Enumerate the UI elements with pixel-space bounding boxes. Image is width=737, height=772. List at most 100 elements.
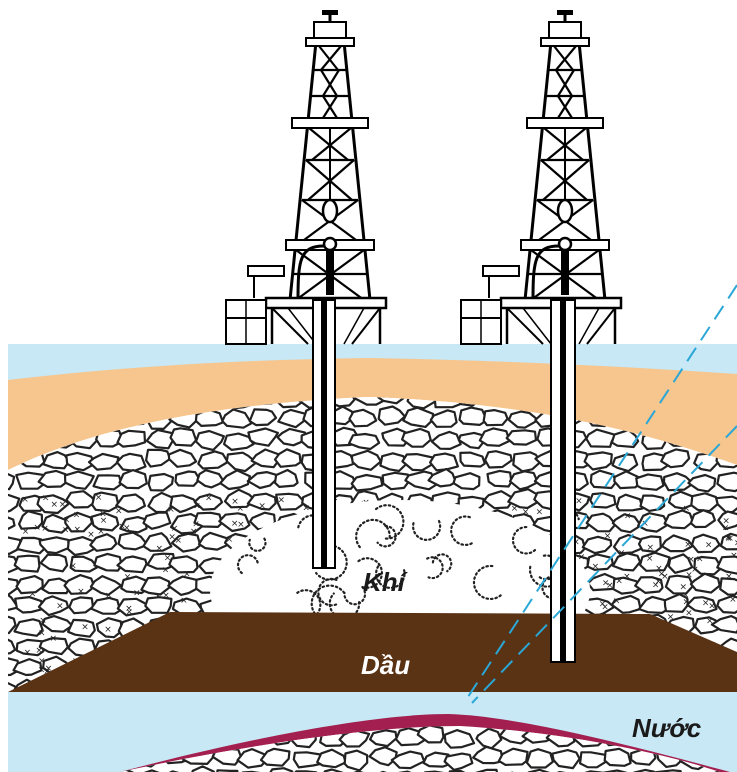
svg-text:×: × xyxy=(164,554,172,564)
svg-text:×: × xyxy=(258,501,266,511)
svg-text:×: × xyxy=(154,591,162,601)
svg-text:×: × xyxy=(652,581,660,591)
svg-text:×: × xyxy=(38,629,46,639)
svg-text:×: × xyxy=(99,509,107,519)
svg-text:×: × xyxy=(578,553,586,563)
svg-text:×: × xyxy=(655,564,663,574)
svg-text:×: × xyxy=(95,493,103,503)
svg-text:×: × xyxy=(522,508,530,518)
svg-text:×: × xyxy=(481,497,489,507)
svg-text:×: × xyxy=(81,623,89,633)
svg-text:×: × xyxy=(601,602,609,612)
svg-text:×: × xyxy=(624,512,632,522)
svg-text:×: × xyxy=(680,583,688,593)
svg-text:×: × xyxy=(717,541,725,551)
svg-text:×: × xyxy=(41,524,49,534)
svg-text:×: × xyxy=(602,579,610,589)
svg-text:×: × xyxy=(646,554,654,564)
svg-text:×: × xyxy=(35,646,43,656)
svg-text:×: × xyxy=(205,493,213,503)
svg-text:×: × xyxy=(623,572,631,582)
svg-text:×: × xyxy=(167,505,175,515)
svg-text:×: × xyxy=(104,625,112,635)
svg-text:×: × xyxy=(126,607,134,617)
svg-text:×: × xyxy=(655,577,663,587)
drilling-rig-left xyxy=(224,8,388,346)
svg-text:×: × xyxy=(725,534,733,544)
svg-text:×: × xyxy=(647,543,655,553)
svg-text:×: × xyxy=(33,523,41,533)
dashed-guide-lines xyxy=(463,284,737,704)
svg-text:×: × xyxy=(511,504,519,514)
svg-text:×: × xyxy=(162,591,170,601)
svg-text:×: × xyxy=(226,535,234,545)
svg-text:×: × xyxy=(73,511,81,521)
svg-text:×: × xyxy=(615,576,623,586)
svg-text:×: × xyxy=(702,599,710,609)
svg-text:×: × xyxy=(667,613,675,623)
svg-text:×: × xyxy=(162,566,170,576)
svg-text:×: × xyxy=(724,533,732,543)
svg-text:×: × xyxy=(87,530,95,540)
svg-text:×: × xyxy=(38,666,46,676)
svg-text:×: × xyxy=(43,667,51,677)
svg-text:×: × xyxy=(45,549,53,559)
svg-text:×: × xyxy=(42,494,50,504)
svg-text:×: × xyxy=(231,497,239,507)
svg-text:×: × xyxy=(641,519,649,529)
svg-text:×: × xyxy=(156,544,164,554)
svg-text:×: × xyxy=(29,590,37,600)
svg-text:×: × xyxy=(708,601,716,611)
svg-text:×: × xyxy=(190,527,198,537)
svg-text:×: × xyxy=(682,591,690,601)
svg-text:×: × xyxy=(168,533,176,543)
svg-text:×: × xyxy=(118,522,126,532)
svg-text:×: × xyxy=(175,536,183,546)
svg-text:×: × xyxy=(115,507,123,517)
gas-label: Khí xyxy=(363,567,405,597)
svg-text:×: × xyxy=(278,495,286,505)
svg-text:×: × xyxy=(74,525,82,535)
svg-text:×: × xyxy=(683,504,691,514)
svg-text:×: × xyxy=(38,657,46,667)
svg-text:×: × xyxy=(606,581,614,591)
svg-text:×: × xyxy=(725,572,733,582)
svg-text:×: × xyxy=(183,570,191,580)
svg-text:×: × xyxy=(722,524,730,534)
svg-text:×: × xyxy=(726,534,734,544)
svg-text:×: × xyxy=(685,609,693,619)
oil-label: Dầu xyxy=(361,650,411,680)
svg-text:×: × xyxy=(97,527,105,537)
svg-text:×: × xyxy=(734,539,737,549)
svg-text:×: × xyxy=(302,504,310,514)
svg-text:×: × xyxy=(24,648,32,658)
svg-text:×: × xyxy=(730,551,737,561)
svg-text:×: × xyxy=(536,508,544,518)
svg-text:×: × xyxy=(237,504,245,514)
svg-text:×: × xyxy=(22,527,30,537)
svg-text:×: × xyxy=(62,525,70,535)
svg-text:×: × xyxy=(722,517,730,527)
svg-text:×: × xyxy=(69,561,77,571)
svg-text:×: × xyxy=(604,531,612,541)
well-pipe-right xyxy=(550,299,576,663)
svg-text:×: × xyxy=(696,555,704,565)
svg-text:×: × xyxy=(171,524,179,534)
svg-text:×: × xyxy=(685,570,693,580)
svg-text:×: × xyxy=(100,516,108,526)
svg-text:×: × xyxy=(575,497,583,507)
svg-text:×: × xyxy=(237,520,245,530)
svg-text:×: × xyxy=(705,540,713,550)
svg-text:×: × xyxy=(105,591,113,601)
svg-text:×: × xyxy=(706,616,714,626)
svg-text:×: × xyxy=(77,587,85,597)
svg-text:×: × xyxy=(729,595,737,605)
svg-text:×: × xyxy=(50,634,58,644)
svg-text:×: × xyxy=(39,616,47,626)
svg-text:×: × xyxy=(51,500,59,510)
svg-text:×: × xyxy=(599,600,607,610)
svg-text:×: × xyxy=(687,555,695,565)
well-pipe-left xyxy=(312,299,336,569)
svg-text:×: × xyxy=(56,602,64,612)
